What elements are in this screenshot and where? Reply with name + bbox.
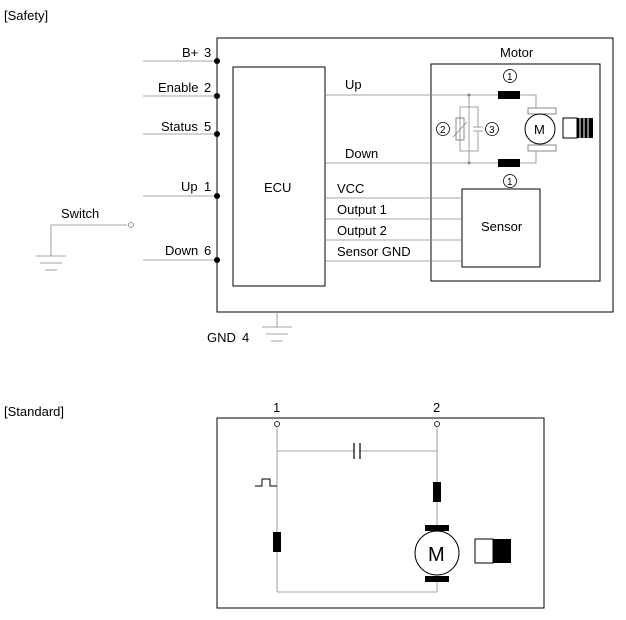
- module-outline: [216, 37, 614, 313]
- ground-symbol: [262, 312, 292, 342]
- standard-outline: [216, 417, 545, 609]
- inductor-top: [498, 91, 520, 99]
- svg-text:2: 2: [440, 125, 446, 136]
- motor-shaft-icon: [562, 117, 593, 139]
- sensor-label: Sensor: [481, 219, 523, 234]
- pin-status-num: 5: [204, 119, 211, 134]
- pin-up-num: 1: [204, 179, 211, 194]
- signal-output2-label: Output 2: [337, 223, 387, 238]
- svg-text:1: 1: [507, 72, 513, 83]
- signal-vcc-label: VCC: [337, 181, 364, 196]
- ecu-label: ECU: [264, 180, 291, 195]
- switch-label: Switch: [61, 206, 99, 221]
- pin-gnd-num: 4: [242, 330, 249, 345]
- pin-up-name: Up: [181, 179, 198, 194]
- callout-1-top: 1: [503, 69, 517, 83]
- signal-down-label: Down: [345, 146, 378, 161]
- suppression-network: [452, 93, 483, 165]
- pin-dots: [214, 58, 220, 263]
- callout-2: 2: [436, 122, 450, 136]
- signal-sensor-gnd-label: Sensor GND: [337, 244, 411, 259]
- pin-enable-name: Enable: [158, 80, 198, 95]
- section-label-safety: [Safety]: [4, 8, 48, 23]
- standard-shaft-icon: [474, 538, 511, 564]
- motor-label: Motor: [500, 45, 534, 60]
- terminal-1-label: 1: [273, 400, 280, 415]
- callout-1-bottom: 1: [503, 174, 517, 188]
- callout-3: 3: [485, 122, 499, 136]
- pin-bplus-name: B+: [182, 45, 198, 60]
- standard-circuit: [255, 421, 440, 593]
- motor-symbol: M: [524, 113, 556, 145]
- section-label-standard: [Standard]: [4, 404, 64, 419]
- signal-output1-label: Output 1: [337, 202, 387, 217]
- standard-motor-symbol: M: [414, 525, 460, 582]
- pin-leads: [143, 60, 217, 261]
- pin-status-name: Status: [161, 119, 198, 134]
- terminal-2-label: 2: [433, 400, 440, 415]
- signal-up-label: Up: [345, 77, 362, 92]
- pin-bplus-num: 3: [204, 45, 211, 60]
- pin-down-num: 6: [204, 243, 211, 258]
- pin-enable-num: 2: [204, 80, 211, 95]
- pin-down-name: Down: [165, 243, 198, 258]
- svg-text:M: M: [428, 544, 445, 566]
- standard-inductor-left: [273, 532, 281, 552]
- ecu-box: [232, 66, 326, 287]
- svg-text:1: 1: [507, 177, 513, 188]
- svg-text:3: 3: [489, 125, 495, 136]
- switch-symbol: [36, 222, 134, 271]
- motor-box: [430, 63, 601, 282]
- inductor-bottom: [498, 159, 520, 167]
- sensor-box: [461, 188, 541, 268]
- svg-text:M: M: [534, 122, 545, 137]
- standard-inductor-right: [433, 482, 441, 502]
- pin-gnd-name: GND: [207, 330, 236, 345]
